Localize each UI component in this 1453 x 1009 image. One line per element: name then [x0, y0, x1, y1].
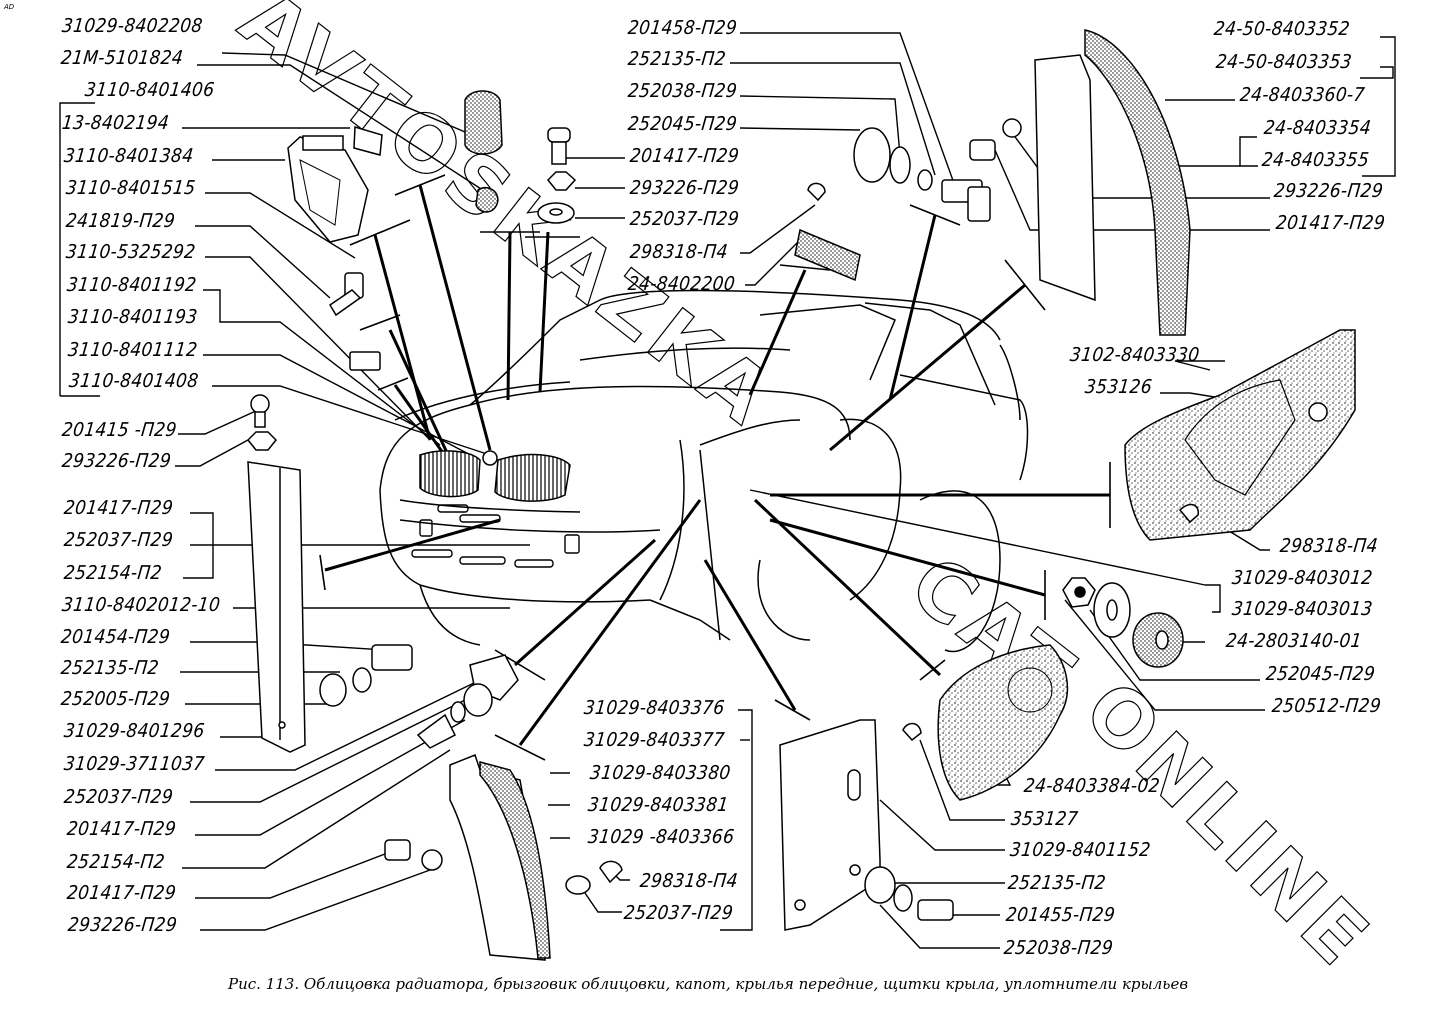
part-small-clips [246, 272, 381, 451]
part-nut-washers-right [1062, 577, 1184, 668]
part-label: 24-50-8403353 [1214, 51, 1353, 73]
part-label: 252154-П2 [65, 851, 166, 873]
part-label: 252154-П2 [62, 562, 163, 584]
part-label: 201417-П29 [628, 145, 741, 167]
part-label: 24-8403384-02 [1022, 775, 1161, 797]
part-fender-bracket [779, 719, 954, 931]
part-label: 3110-8401515 [64, 177, 197, 199]
part-label: 298318-П4 [638, 870, 739, 892]
part-bumper-bracket-left [247, 461, 519, 871]
part-label: 353126 [1083, 376, 1154, 398]
part-label: 201417-П29 [62, 497, 175, 519]
part-label: 3102-8403330 [1068, 344, 1201, 366]
part-fender-seal-upper [969, 29, 1191, 336]
part-label: 298318-П4 [628, 241, 729, 263]
part-label: 31029-8402208 [60, 15, 204, 37]
part-fender-bolt-set [794, 127, 991, 282]
part-label: 293226-П29 [60, 450, 173, 472]
part-label: 252135-П2 [59, 657, 160, 679]
part-label: 3110-8402012-10 [60, 594, 222, 616]
part-label: 24-8402200 [626, 273, 737, 295]
part-label: 252038-П29 [1002, 937, 1115, 959]
part-label: 252037-П29 [62, 786, 175, 808]
part-label: 201415 -П29 [60, 419, 178, 441]
part-radiator-grille-emblem [287, 126, 383, 243]
part-label: 31029-8403377 [582, 729, 726, 751]
part-label: 24-8403360-7 [1238, 84, 1366, 106]
radiator-grille [419, 450, 571, 502]
part-label: 31029 -8403366 [586, 826, 736, 848]
part-label: 252005-П29 [59, 688, 172, 710]
part-fender-cover-lower [902, 644, 1069, 801]
part-label: 31029-8403012 [1230, 567, 1374, 589]
corner-mark: AD [4, 3, 15, 11]
right-leader-lines [749, 36, 1396, 949]
part-label: 3110-8401192 [65, 274, 198, 296]
part-label: 298318-П4 [1278, 535, 1379, 557]
part-label: 31029-3711037 [62, 753, 206, 775]
part-label: 252037-П29 [62, 529, 175, 551]
part-label: 241819-П29 [64, 210, 177, 232]
part-label: 293226-П29 [1272, 180, 1385, 202]
pointer-crossbars [319, 174, 1111, 761]
part-label: 31029-8403013 [1230, 598, 1374, 620]
part-label: 3110-8401193 [66, 306, 199, 328]
part-label: 31029-8401296 [62, 720, 206, 742]
part-label: 252135-П2 [626, 48, 727, 70]
part-label: 24-8403354 [1262, 117, 1373, 139]
part-label: 353127 [1009, 808, 1080, 830]
part-label: 3110-8401112 [66, 339, 199, 361]
top-center-leader-lines [565, 32, 961, 286]
part-label: 201458-П29 [626, 17, 739, 39]
part-label: 252037-П29 [628, 208, 741, 230]
part-label: 31029-8401152 [1008, 839, 1152, 861]
part-label: 31029-8403376 [582, 697, 726, 719]
part-label: 31029-8403380 [588, 762, 732, 784]
part-label: 250512-П29 [1270, 695, 1383, 717]
part-label: 24-50-8403352 [1212, 18, 1351, 40]
part-label: 201417-П29 [65, 818, 178, 840]
part-label: 293226-П29 [628, 177, 741, 199]
part-label: 24-8403355 [1260, 149, 1371, 171]
part-label: 252037-П29 [622, 902, 735, 924]
part-label: 201417-П29 [65, 882, 178, 904]
part-bolt-washer-top [537, 127, 577, 224]
part-label: 201417-П29 [1274, 212, 1387, 234]
part-fender-shield [1124, 329, 1356, 541]
part-label: 3110-8401384 [62, 145, 195, 167]
part-label: 252045-П29 [626, 113, 739, 135]
part-label: 3110-8401408 [67, 370, 200, 392]
part-label: 3110-8401406 [83, 79, 216, 101]
part-label: 252038-П29 [626, 80, 739, 102]
part-label: 31029-8403381 [586, 794, 730, 816]
figure-caption: Рис. 113. Облицовка радиатора, брызговик… [228, 975, 1189, 993]
part-label: 3110-5325292 [64, 241, 197, 263]
part-label: 201455-П29 [1004, 904, 1117, 926]
part-label: 252135-П2 [1006, 872, 1107, 894]
part-bumper-plug [464, 90, 503, 213]
left-leader-lines [59, 52, 530, 931]
part-label: 13-8402194 [60, 112, 171, 134]
part-label: 252045-П29 [1264, 663, 1377, 685]
part-label: 201454-П29 [59, 626, 172, 648]
bumper-slots [411, 504, 580, 568]
part-label: 293226-П29 [66, 914, 179, 936]
part-mud-flap [449, 754, 623, 961]
part-label: 24-2803140-01 [1224, 630, 1363, 652]
part-label: 21М-5101824 [59, 47, 185, 69]
